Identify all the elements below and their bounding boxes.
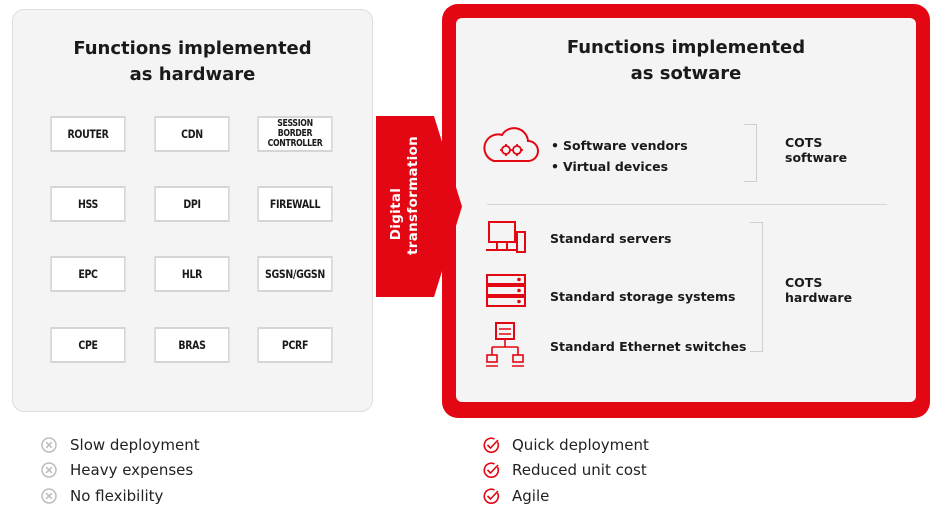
cons-item: Heavy expenses	[40, 461, 193, 479]
network-switch-icon	[484, 321, 526, 369]
hw-box-session-border-controller: SESSION BORDER CONTROLLER	[257, 116, 333, 152]
cons-item: Slow deployment	[40, 436, 200, 454]
cloud-gears-icon	[482, 125, 540, 165]
software-divider	[487, 204, 887, 205]
pros-item: Quick deployment	[482, 436, 649, 454]
hw-box-hss: HSS	[50, 186, 126, 222]
bullet-label: Software vendors	[563, 138, 688, 153]
software-bullets: •Software vendors •Virtual devices	[551, 135, 688, 177]
bullet-software-vendors: •Software vendors	[551, 138, 688, 153]
hardware-title: Functions implemented as hardware	[73, 38, 312, 85]
hw-box-hlr: HLR	[154, 256, 230, 292]
check-circle-icon	[483, 488, 500, 504]
standard-storage-label: Standard storage systems	[550, 289, 736, 304]
standard-ethernet-label: Standard Ethernet switches	[550, 339, 747, 354]
storage-stack-icon	[485, 273, 527, 309]
pros-item: Reduced unit cost	[482, 461, 647, 479]
pros-label: Reduced unit cost	[512, 461, 647, 479]
cross-circle-icon	[41, 488, 57, 504]
transformation-label: Digital transformation	[388, 135, 421, 255]
cons-label: Slow deployment	[70, 436, 200, 454]
hw-box-epc: EPC	[50, 256, 126, 292]
software-panel: Functions implemented as sotware	[456, 18, 916, 402]
computer-monitor-icon	[485, 220, 527, 256]
bullet-virtual-devices: •Virtual devices	[551, 159, 669, 174]
pros-item: Agile	[482, 487, 549, 505]
pros-label: Agile	[512, 487, 550, 505]
hw-box-cdn: CDN	[154, 116, 230, 152]
hw-box-bras: BRAS	[154, 327, 230, 363]
hw-box-pcrf: PCRF	[257, 327, 333, 363]
software-title: Functions implemented as sotware	[566, 37, 806, 84]
transformation-arrow	[376, 116, 462, 297]
standard-servers-label: Standard servers	[550, 231, 672, 246]
cross-circle-icon	[41, 462, 57, 478]
check-circle-icon	[483, 437, 500, 453]
cons-item: No flexibility	[40, 487, 163, 505]
check-circle-icon	[483, 462, 500, 478]
hw-box-sgsn-ggsn: SGSN/GGSN	[257, 256, 333, 292]
cots-software-label: COTS software	[785, 135, 848, 165]
hw-box-dpi: DPI	[154, 186, 230, 222]
cons-label: No flexibility	[70, 487, 164, 505]
cross-circle-icon	[41, 437, 57, 453]
cots-hardware-bracket	[750, 222, 763, 352]
cons-label: Heavy expenses	[70, 461, 194, 479]
hw-box-cpe: CPE	[50, 327, 126, 363]
cots-software-bracket	[744, 124, 757, 182]
pros-label: Quick deployment	[512, 436, 649, 454]
hw-box-router: ROUTER	[50, 116, 126, 152]
bullet-label: Virtual devices	[563, 159, 669, 174]
hw-box-firewall: FIREWALL	[257, 186, 333, 222]
cots-hardware-label: COTS hardware	[785, 275, 853, 305]
